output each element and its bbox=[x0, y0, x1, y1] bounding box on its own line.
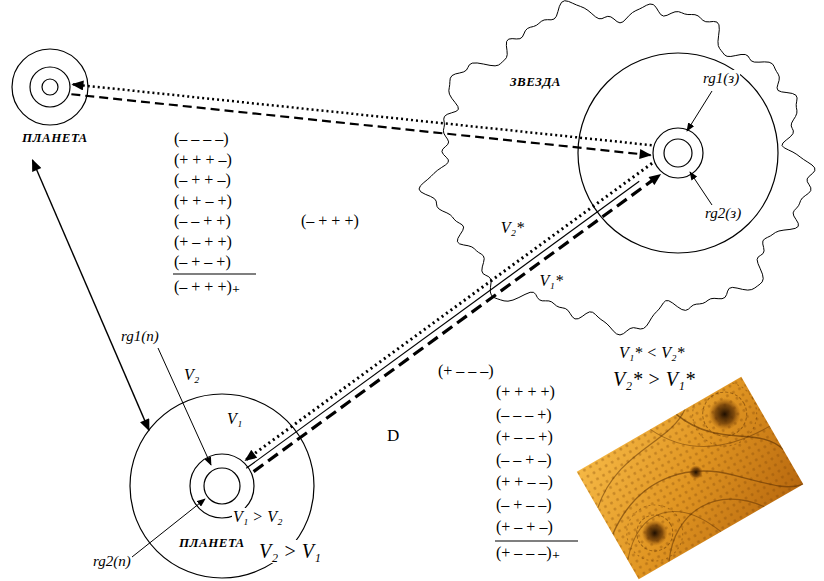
distance-label: D bbox=[386, 426, 400, 446]
planet-circle: ПЛАНЕТА bbox=[12, 47, 90, 127]
velocity-label: V₁* bbox=[539, 272, 564, 290]
sign-matrix-row: (– – + –) bbox=[495, 451, 553, 469]
gravity-radius-ring bbox=[30, 67, 70, 107]
planet-circle bbox=[12, 47, 90, 127]
sign-matrix-row: (+ – – –)₊ bbox=[495, 544, 561, 562]
sign-matrix-row: (+ + – –) bbox=[495, 473, 554, 491]
sign-matrix-row: (+ + + +) bbox=[495, 383, 556, 401]
radius-label: rg1(п) bbox=[120, 328, 160, 345]
velocity-relation: V₂ > V₁ bbox=[258, 540, 322, 563]
velocity-label: V₂ bbox=[183, 366, 200, 384]
velocity-relation: V₁ > V₂ bbox=[232, 508, 283, 526]
gravity-radius-ring bbox=[578, 53, 778, 253]
sign-matrix-row: (– – – +) bbox=[495, 406, 553, 424]
sign-matrix-row: (+ + + –) bbox=[173, 151, 233, 169]
leader-line bbox=[687, 91, 712, 131]
velocity-relation: V₂* > V₁* bbox=[612, 368, 696, 391]
gravity-radius-ring bbox=[42, 79, 58, 95]
connector bbox=[72, 84, 651, 145]
star-name: ЗВЕЗДА bbox=[508, 75, 563, 90]
velocity-label: V₁ bbox=[226, 410, 243, 428]
sign-matrix-row: (– + – +) bbox=[173, 253, 232, 271]
sign-vector: (– + + +) bbox=[300, 212, 360, 230]
radius-label: rg1(з) bbox=[702, 70, 740, 87]
sign-matrix-row: (– + + –) bbox=[173, 171, 232, 189]
sign-matrix-row: (+ – + –) bbox=[495, 518, 554, 536]
sign-matrix-row: (– + + +)₊ bbox=[173, 278, 241, 296]
sign-matrix-row: (– + – –) bbox=[495, 496, 553, 514]
connector bbox=[254, 175, 661, 472]
fractal-image bbox=[573, 370, 804, 579]
sign-matrix-row: (– – – –) bbox=[173, 130, 230, 148]
gravity-radius-ring bbox=[653, 128, 703, 178]
velocity-label: V₂* bbox=[500, 219, 525, 237]
gravity-radius-ring bbox=[664, 139, 692, 167]
radius-label: rg2(з) bbox=[704, 205, 742, 222]
velocity-relation: V₁* < V₂* bbox=[618, 344, 685, 362]
leader-line bbox=[158, 348, 211, 465]
gravity-radius-ring bbox=[204, 468, 240, 504]
sign-matrix-row: (+ – + +) bbox=[173, 233, 233, 251]
star-outline: ЗВЕЗДА bbox=[388, 0, 824, 335]
gravity-radius-ring bbox=[12, 49, 88, 125]
sign-matrix-row: (+ – – +) bbox=[495, 428, 554, 446]
matrix-rule bbox=[495, 540, 578, 541]
sign-matrix-row: (– – + +) bbox=[173, 212, 232, 230]
planet-name: ПЛАНЕТА bbox=[20, 131, 90, 146]
connector bbox=[246, 181, 639, 468]
star-corona bbox=[419, 1, 815, 335]
sign-vector: (+ – – –) bbox=[437, 362, 495, 380]
leader-line bbox=[690, 172, 712, 205]
radius-label: rg2(п) bbox=[92, 553, 132, 570]
star-outline bbox=[388, 0, 824, 335]
sign-matrix-row: (+ + – +) bbox=[173, 192, 233, 210]
connector bbox=[32, 160, 149, 430]
planet-name: ПЛАНЕТА bbox=[177, 536, 247, 551]
connector bbox=[71, 94, 650, 155]
matrix-rule bbox=[173, 273, 256, 274]
